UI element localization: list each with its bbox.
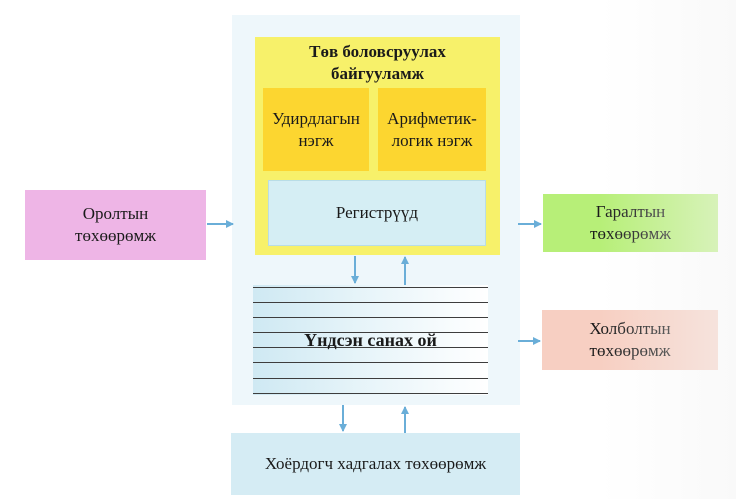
memory-line — [253, 347, 488, 348]
alu-box: Арифметик- логик нэгж — [378, 88, 486, 171]
cpu-title-line1: Төв боловсруулах — [309, 42, 446, 61]
secondary-storage-label: Хоёрдогч хадгалах төхөөрөмж — [264, 454, 487, 473]
cpu-title-line2: байгууламж — [330, 64, 425, 83]
main-memory-block — [253, 285, 488, 395]
memory-line — [253, 393, 488, 394]
control-unit-box: Удирдлагын нэгж — [263, 88, 369, 171]
cpu-title: Төв боловсруулах байгууламж — [255, 40, 500, 86]
memory-line — [253, 287, 488, 288]
control-unit-line2: нэгж — [298, 130, 334, 150]
alu-line2: логик нэгж — [391, 130, 473, 150]
memory-line — [253, 378, 488, 379]
main-memory-label: Үндсэн санах ой — [304, 329, 437, 350]
input-device-line2: төхөөрөмж — [75, 226, 156, 245]
memory-line — [253, 332, 488, 333]
input-device-box: Оролтын төхөөрөмж — [25, 190, 206, 260]
alu-line1: Арифметик- — [387, 108, 477, 128]
registers-box: Регистрүүд — [268, 180, 486, 246]
memory-line — [253, 317, 488, 318]
control-unit-line1: Удирдлагын — [272, 108, 360, 128]
memory-line — [253, 362, 488, 363]
secondary-storage-box: Хоёрдогч хадгалах төхөөрөмж — [231, 433, 520, 495]
input-device-line1: Оролтын — [82, 204, 149, 223]
memory-line — [253, 302, 488, 303]
registers-label: Регистрүүд — [335, 203, 419, 222]
